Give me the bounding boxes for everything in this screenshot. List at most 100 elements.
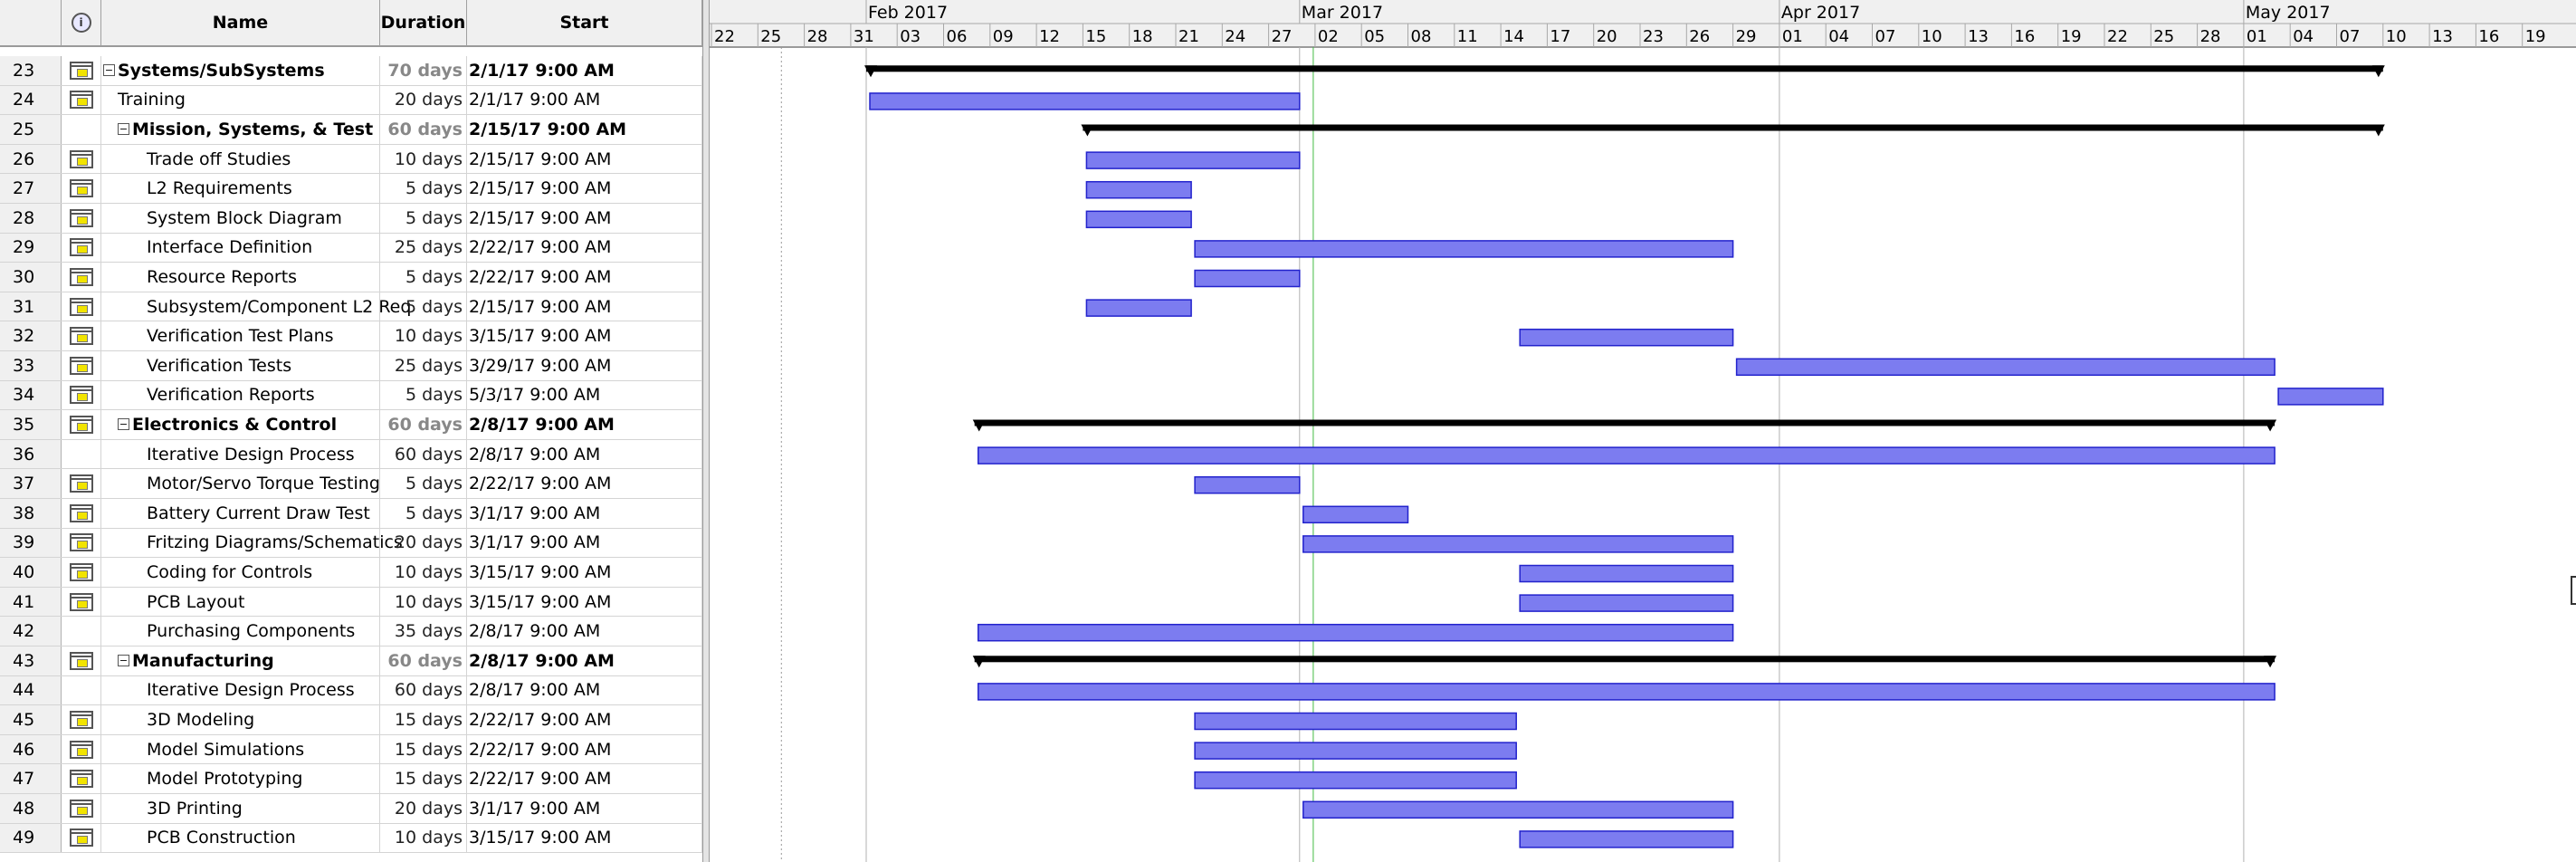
task-bar[interactable]	[1085, 210, 1192, 229]
task-duration[interactable]: 10 days	[380, 823, 467, 853]
task-bar[interactable]	[1302, 800, 1734, 819]
task-duration[interactable]: 10 days	[380, 558, 467, 587]
task-name[interactable]: Resource Reports	[101, 263, 380, 292]
task-bar[interactable]	[977, 623, 1734, 642]
task-start[interactable]: 2/8/17 9:00 AM	[467, 410, 702, 439]
row-id[interactable]: 44	[0, 675, 62, 705]
task-name[interactable]: Interface Definition	[101, 233, 380, 263]
task-name[interactable]: System Block Diagram	[101, 204, 380, 233]
task-duration[interactable]: 15 days	[380, 705, 467, 734]
row-id[interactable]: 32	[0, 321, 62, 350]
task-name[interactable]: Trade off Studies	[101, 144, 380, 174]
task-name[interactable]: −Systems/SubSystems	[101, 56, 380, 85]
task-bar[interactable]	[1194, 475, 1301, 494]
task-start[interactable]: 2/22/17 9:00 AM	[467, 469, 702, 498]
task-name[interactable]: Training	[101, 85, 380, 115]
collapse-icon[interactable]: −	[118, 655, 129, 667]
collapse-icon[interactable]: −	[103, 64, 115, 77]
row-id[interactable]: 31	[0, 292, 62, 321]
task-start[interactable]: 2/1/17 9:00 AM	[467, 56, 702, 85]
task-name[interactable]: Subsystem/Component L2 Req	[101, 292, 411, 321]
task-name[interactable]: Model Simulations	[101, 734, 380, 764]
task-duration[interactable]: 60 days	[380, 439, 467, 469]
task-name[interactable]: Verification Tests	[101, 351, 380, 380]
task-name[interactable]: −Manufacturing	[101, 646, 380, 675]
task-start[interactable]: 2/1/17 9:00 AM	[467, 85, 702, 115]
task-name[interactable]: Coding for Controls	[101, 558, 380, 587]
task-start[interactable]: 3/1/17 9:00 AM	[467, 794, 702, 823]
task-duration[interactable]: 5 days	[380, 380, 467, 410]
task-bar[interactable]	[2277, 388, 2384, 406]
row-id[interactable]: 33	[0, 351, 62, 380]
task-start[interactable]: 2/15/17 9:00 AM	[467, 174, 702, 203]
task-start[interactable]: 5/3/17 9:00 AM	[467, 380, 702, 410]
task-name[interactable]: PCB Construction	[101, 823, 380, 853]
task-start[interactable]: 2/22/17 9:00 AM	[467, 705, 702, 734]
row-id[interactable]: 35	[0, 410, 62, 439]
row-id[interactable]: 41	[0, 587, 62, 617]
task-name[interactable]: Verification Test Plans	[101, 321, 380, 350]
task-start[interactable]: 2/8/17 9:00 AM	[467, 439, 702, 469]
task-duration[interactable]: 5 days	[380, 263, 467, 292]
row-id[interactable]: 28	[0, 204, 62, 233]
task-name[interactable]: Fritzing Diagrams/Schematics	[101, 528, 403, 558]
task-bar[interactable]	[1735, 358, 2275, 377]
scroll-edge-marker[interactable]	[2571, 576, 2576, 605]
row-id[interactable]: 27	[0, 174, 62, 203]
task-start[interactable]: 3/29/17 9:00 AM	[467, 351, 702, 380]
task-bar[interactable]	[1085, 151, 1301, 169]
task-duration[interactable]: 60 days	[380, 410, 467, 439]
task-duration[interactable]: 15 days	[380, 734, 467, 764]
task-name[interactable]: L2 Requirements	[101, 174, 380, 203]
start-column-header[interactable]: Start	[467, 0, 702, 47]
row-id[interactable]: 25	[0, 115, 62, 144]
task-start[interactable]: 2/22/17 9:00 AM	[467, 263, 702, 292]
task-duration[interactable]: 25 days	[380, 233, 467, 263]
view-splitter[interactable]	[702, 0, 710, 862]
name-column-header[interactable]: Name	[101, 0, 380, 47]
task-start[interactable]: 3/1/17 9:00 AM	[467, 528, 702, 558]
row-id[interactable]: 46	[0, 734, 62, 764]
task-duration[interactable]: 20 days	[380, 794, 467, 823]
task-start[interactable]: 2/8/17 9:00 AM	[467, 675, 702, 705]
row-id[interactable]: 34	[0, 380, 62, 410]
task-start[interactable]: 2/22/17 9:00 AM	[467, 734, 702, 764]
indicators-column-header[interactable]: i	[62, 0, 101, 47]
task-duration[interactable]: 10 days	[380, 144, 467, 174]
summary-bar[interactable]	[866, 65, 2383, 72]
task-start[interactable]: 3/15/17 9:00 AM	[467, 321, 702, 350]
task-name[interactable]: −Electronics & Control	[101, 410, 380, 439]
row-id[interactable]: 24	[0, 85, 62, 115]
task-duration[interactable]: 5 days	[380, 499, 467, 528]
task-start[interactable]: 2/22/17 9:00 AM	[467, 764, 702, 793]
summary-bar[interactable]	[1083, 124, 2383, 131]
task-start[interactable]: 2/15/17 9:00 AM	[467, 115, 702, 144]
row-id[interactable]: 48	[0, 794, 62, 823]
task-duration[interactable]: 35 days	[380, 617, 467, 646]
task-duration[interactable]: 20 days	[380, 85, 467, 115]
task-bar[interactable]	[1194, 771, 1517, 790]
task-bar[interactable]	[1519, 564, 1734, 583]
task-start[interactable]: 2/15/17 9:00 AM	[467, 144, 702, 174]
row-id[interactable]: 23	[0, 56, 62, 85]
task-name[interactable]: Iterative Design Process	[101, 675, 380, 705]
select-all-corner[interactable]	[0, 0, 62, 47]
summary-bar[interactable]	[974, 656, 2275, 663]
task-duration[interactable]: 70 days	[380, 56, 467, 85]
